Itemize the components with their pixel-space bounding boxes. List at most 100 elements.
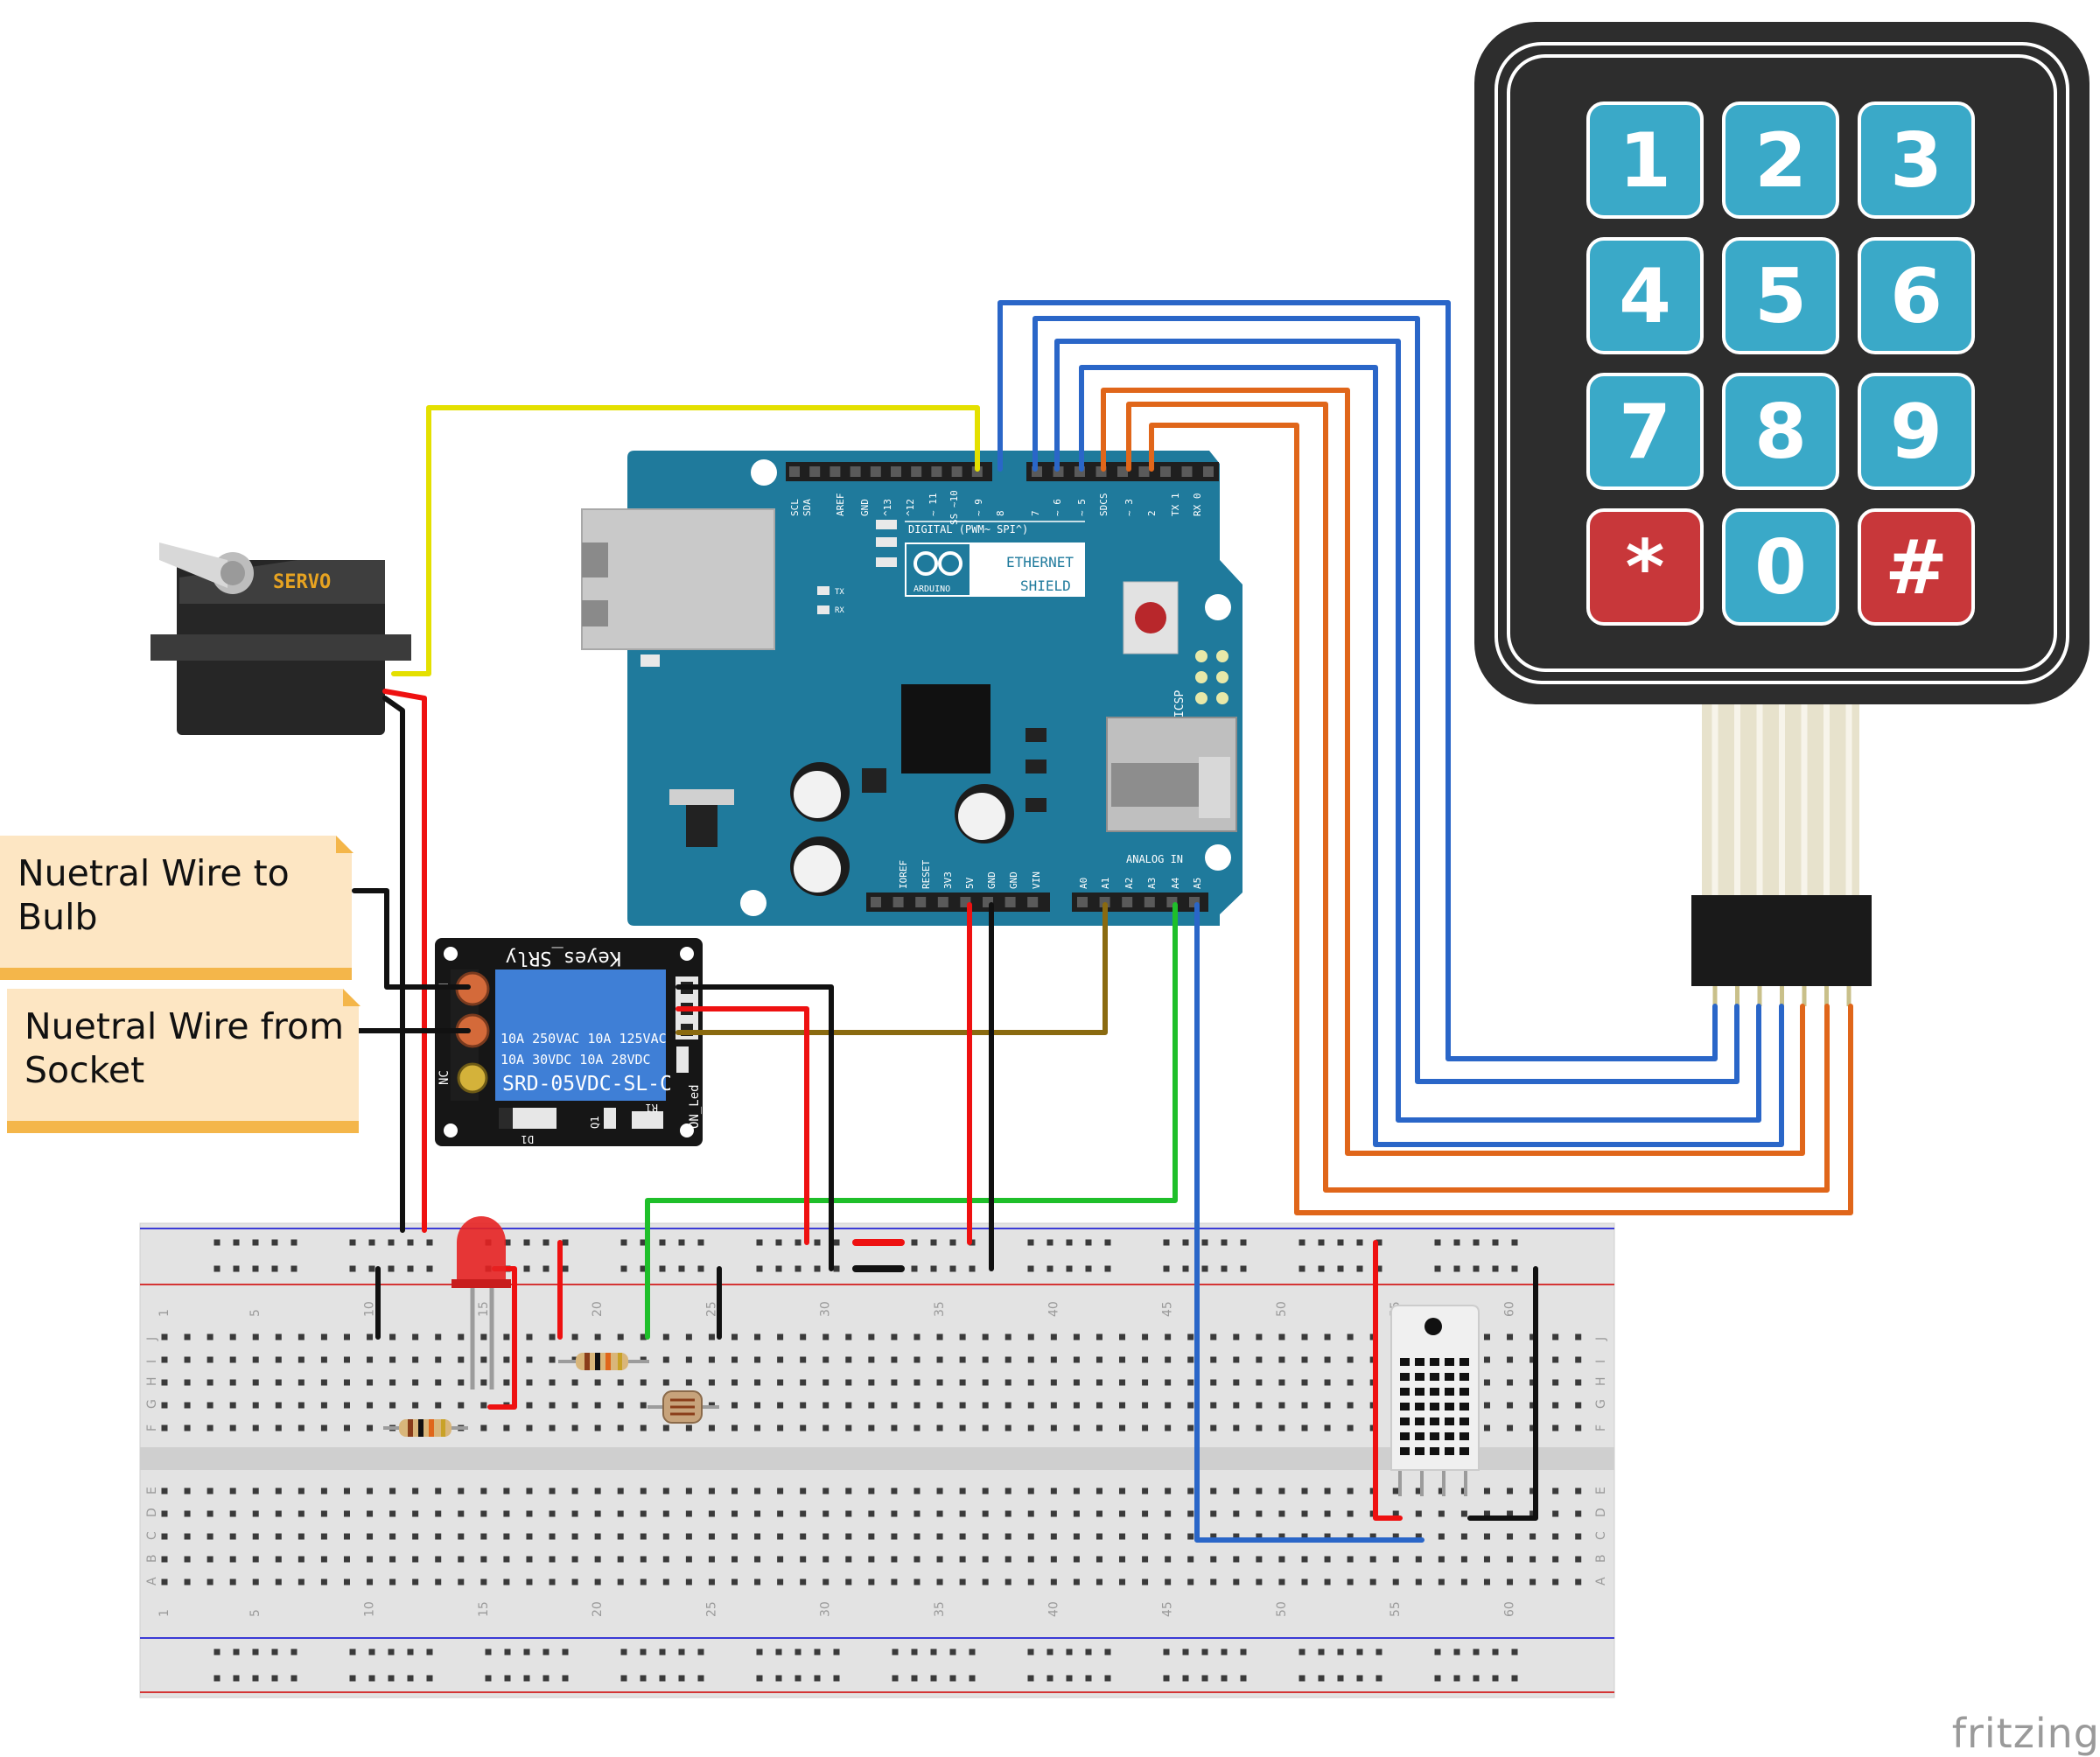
power-pin-label: 5V bbox=[964, 877, 976, 889]
row-letter: D bbox=[1594, 1508, 1608, 1517]
column-number: 35 bbox=[933, 1301, 947, 1317]
keypad-key-label: 2 bbox=[1754, 117, 1807, 205]
top-pin-label: ~ 5 bbox=[1076, 499, 1088, 516]
power-pin-label: RESET bbox=[920, 860, 932, 889]
row-letter: G bbox=[1594, 1399, 1608, 1409]
power-pin-label: IOREF bbox=[898, 860, 909, 889]
brand-label: ARDUINO bbox=[914, 584, 950, 594]
keypad-key-1: 1 bbox=[1586, 102, 1704, 219]
analog-pin-label: A4 bbox=[1170, 877, 1181, 889]
keypad-key-6: 6 bbox=[1858, 237, 1975, 354]
relay-module: Keyes_SRly N NC 10A 250VAC 10A 125VAC 10… bbox=[435, 938, 703, 1146]
column-number: 5 bbox=[248, 1309, 262, 1317]
relay-pin-r1: R1 bbox=[646, 1102, 658, 1114]
icsp-label: ICSP bbox=[1173, 690, 1186, 718]
row-letter: J bbox=[145, 1337, 159, 1341]
keypad-key-label: 3 bbox=[1890, 117, 1942, 205]
column-number: 45 bbox=[1161, 1301, 1175, 1317]
row-letter: C bbox=[145, 1531, 159, 1540]
top-pin-label: 8 bbox=[995, 510, 1006, 516]
keypad-key-star: * bbox=[1586, 508, 1704, 626]
shield-label-1: ETHERNET bbox=[1006, 554, 1074, 570]
photoresistor bbox=[648, 1390, 719, 1424]
top-pin-label: ^13 bbox=[882, 499, 893, 516]
top-pin-label: SS ~10 bbox=[948, 490, 960, 525]
column-number: 45 bbox=[1161, 1601, 1175, 1617]
breadboard: 1155101015152020252530303535404045455050… bbox=[139, 1222, 1615, 1698]
wire-keypad-col-1 bbox=[1101, 388, 1805, 1156]
breadboard-column-numbers: 1155101015152020252530303535404045455050… bbox=[158, 1301, 1517, 1617]
row-letter: C bbox=[1594, 1531, 1608, 1540]
wire-servo-signal bbox=[391, 405, 980, 676]
column-number: 10 bbox=[363, 1601, 377, 1617]
row-letter: G bbox=[145, 1399, 159, 1409]
keypad-key-label: 5 bbox=[1754, 253, 1807, 340]
relay-led-label: ON_Led bbox=[688, 1084, 702, 1129]
column-number: 50 bbox=[1275, 1601, 1289, 1617]
column-number: 40 bbox=[1046, 1301, 1060, 1317]
keypad-key-0: 0 bbox=[1722, 508, 1839, 626]
top-pin-label: ~ 9 bbox=[973, 499, 984, 516]
row-letter: I bbox=[145, 1360, 159, 1363]
column-number: 30 bbox=[819, 1601, 833, 1617]
row-letter: F bbox=[145, 1424, 159, 1432]
column-number: 25 bbox=[704, 1301, 718, 1317]
analog-pin-label: A1 bbox=[1100, 878, 1111, 889]
wire-servo-power bbox=[382, 689, 427, 1233]
keypad-key-label: 1 bbox=[1619, 117, 1671, 205]
power-pin-label: 3V3 bbox=[942, 872, 954, 889]
wire-keypad-row-2 bbox=[1032, 316, 1740, 1084]
column-number: 15 bbox=[477, 1601, 491, 1617]
wire-keypad-row-4 bbox=[1079, 365, 1784, 1147]
relay-model: SRD-05VDC-SL-C bbox=[502, 1073, 672, 1096]
analog-pin-label: A2 bbox=[1124, 878, 1135, 889]
column-number: 5 bbox=[248, 1609, 262, 1617]
analog-pin-label: A3 bbox=[1146, 878, 1158, 889]
column-number: 25 bbox=[704, 1601, 718, 1617]
relay-title: Keyes_SRly bbox=[506, 947, 621, 969]
top-pin-label: RX 0 bbox=[1192, 494, 1203, 517]
wire-keypad-col-2 bbox=[1126, 402, 1830, 1193]
note-neutral-socket: Nuetral Wire from Socket bbox=[7, 989, 360, 1133]
relay-pin-d1: D1 bbox=[522, 1133, 534, 1145]
top-pin-label: 7 bbox=[1030, 510, 1041, 516]
breadboard-holes bbox=[161, 1239, 1582, 1682]
servo-label: SERVO bbox=[273, 571, 331, 593]
row-letter: B bbox=[1594, 1554, 1608, 1563]
top-pin-label: SDA bbox=[802, 499, 813, 516]
note-bulb-line-1: Nuetral Wire to bbox=[18, 852, 290, 894]
resistor-2 bbox=[558, 1353, 649, 1370]
row-letter: D bbox=[145, 1508, 159, 1517]
column-number: 55 bbox=[1389, 1601, 1403, 1617]
wire-keypad-col-3 bbox=[1149, 423, 1853, 1215]
resistor-1 bbox=[383, 1419, 468, 1437]
column-number: 20 bbox=[591, 1301, 605, 1317]
keypad-key-3: 3 bbox=[1858, 102, 1975, 219]
analog-label: ANALOG IN bbox=[1126, 853, 1183, 865]
keypad-key-label: 9 bbox=[1890, 388, 1942, 476]
row-letter: A bbox=[1594, 1577, 1608, 1586]
red-led bbox=[452, 1216, 511, 1390]
wire-relay-gnd bbox=[676, 984, 834, 1271]
power-pin-label: GND bbox=[986, 872, 998, 889]
wire-a4-green bbox=[645, 902, 1178, 1340]
wires bbox=[352, 300, 1853, 1543]
note-bulb-line-2: Bulb bbox=[18, 896, 98, 938]
relay-pin-nc: NC bbox=[438, 1070, 452, 1085]
column-number: 35 bbox=[933, 1601, 947, 1617]
top-pin-label: TX 1 bbox=[1170, 494, 1181, 517]
column-number: 10 bbox=[363, 1301, 377, 1317]
wire-keypad-row-1 bbox=[998, 300, 1718, 1061]
keypad-key-label: # bbox=[1885, 524, 1948, 612]
dht-sensor bbox=[1390, 1305, 1480, 1496]
wire-servo-ground bbox=[382, 696, 405, 1233]
wire-keypad-row-3 bbox=[1054, 339, 1761, 1123]
keypad-key-4: 4 bbox=[1586, 237, 1704, 354]
keypad-key-2: 2 bbox=[1722, 102, 1839, 219]
tx-label: TX bbox=[835, 588, 844, 597]
fritzing-watermark: fritzing bbox=[1951, 1710, 2100, 1757]
power-pin-label: VIN bbox=[1031, 872, 1042, 889]
wire-neutral-bulb bbox=[352, 888, 471, 990]
